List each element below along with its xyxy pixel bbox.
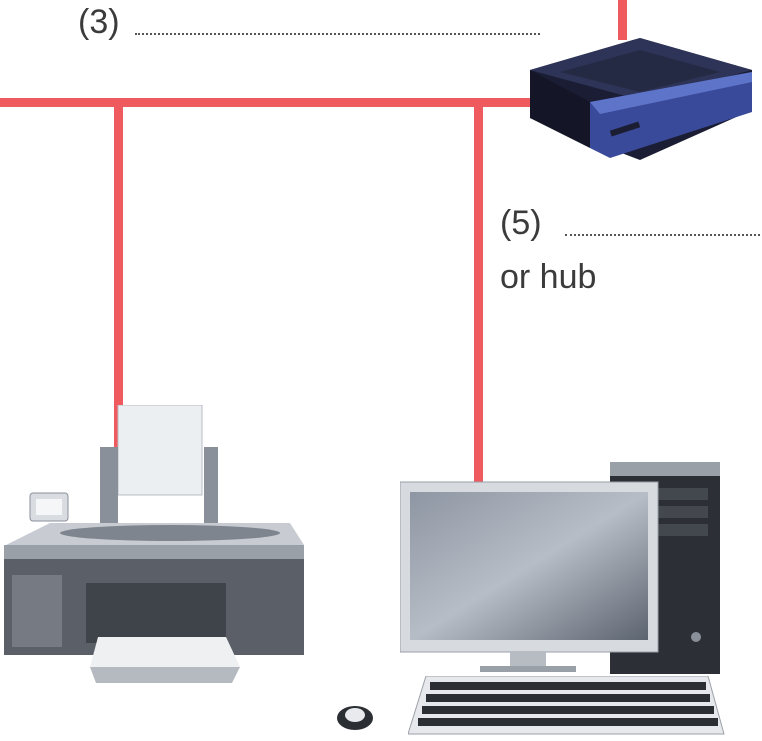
blank-3-answer-line[interactable] (135, 33, 540, 35)
network-cable-to-computer (474, 104, 483, 489)
blank-5-label: (5) (500, 204, 542, 242)
network-cable-to-printer (114, 104, 123, 449)
keyboard-icon (408, 676, 726, 738)
network-cable-up-to-top (618, 0, 627, 40)
blank-3-label: (3) (78, 3, 120, 41)
desktop-computer-icon (400, 462, 730, 702)
mouse-icon (332, 700, 378, 736)
hub-text: or hub (500, 258, 597, 296)
blank-5-answer-line[interactable] (565, 234, 760, 236)
network-cable-horizontal (0, 98, 530, 107)
modem-icon (520, 30, 762, 170)
printer-icon (0, 405, 310, 695)
